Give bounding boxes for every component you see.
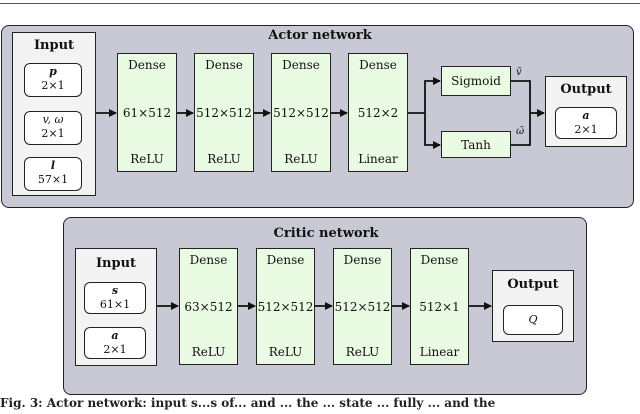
actor-input-v-omega: v, ω 2×1 (24, 111, 82, 145)
critic-layer-2-type: Dense (266, 253, 305, 267)
actor-input-p-dim: 2×1 (41, 79, 65, 92)
critic-input-s-symbol: s (111, 284, 119, 297)
actor-layer-1-activation: ReLU (130, 152, 164, 166)
critic-layer-4-type: Dense (420, 253, 459, 267)
critic-layer-2-activation: ReLU (268, 345, 303, 359)
critic-layer-4-activation: Linear (419, 345, 460, 359)
critic-input-a-symbol: a (111, 329, 119, 342)
critic-layer-1-shape: 63×512 (184, 299, 233, 314)
critic-layer-3-type: Dense (343, 253, 382, 267)
actor-dense-layer-2: Dense 512×512 ReLU (194, 53, 254, 172)
actor-layer-3-shape: 512×512 (273, 105, 329, 120)
actor-dense-layer-4: Dense 512×2 Linear (348, 53, 408, 172)
critic-input-title: Input (95, 256, 137, 271)
actor-input-v-omega-symbol: v, ω (42, 113, 64, 126)
arrow-fork-to-tanh (424, 113, 441, 149)
critic-dense-layer-1: Dense 63×512 ReLU (179, 248, 238, 365)
critic-layer-1-activation: ReLU (191, 345, 226, 359)
critic-input-a: a 2×1 (84, 327, 146, 359)
critic-input-s: s 61×1 (84, 282, 146, 314)
critic-input-a-dim: 2×1 (103, 343, 127, 356)
actor-dense-layer-1: Dense 61×512 ReLU (117, 53, 177, 172)
actor-input-l-symbol: l (50, 159, 56, 172)
actor-layer-4-shape: 512×2 (357, 105, 399, 120)
critic-dense-layer-2: Dense 512×512 ReLU (256, 248, 315, 365)
critic-dense-layer-3: Dense 512×512 ReLU (333, 248, 392, 365)
actor-output-a: a 2×1 (555, 107, 617, 139)
actor-input-title: Input (33, 38, 75, 53)
arrow-fork-to-sigmoid (424, 77, 441, 113)
actor-layer-2-activation: ReLU (207, 152, 241, 166)
actor-layer-4-activation: Linear (358, 152, 398, 166)
tanh-head: Tanh (441, 131, 511, 158)
actor-layer-3-activation: ReLU (284, 152, 318, 166)
actor-input-v-omega-dim: 2×1 (41, 127, 65, 140)
actor-input-l-dim: 57×1 (37, 173, 69, 186)
actor-output-symbol: a (582, 109, 590, 122)
omega-bar-label: ω̄ (516, 126, 525, 137)
v-bar-label: v̄ (516, 67, 522, 78)
critic-layer-2-shape: 512×512 (257, 299, 314, 314)
arrow-sigmoid-to-merge (511, 80, 531, 113)
arrow-tanh-to-merge (511, 113, 531, 146)
actor-layer-2-shape: 512×512 (196, 105, 252, 120)
actor-layer-1-type: Dense (128, 58, 166, 72)
sigmoid-head: Sigmoid (441, 66, 511, 96)
figure-caption: Fig. 3: Actor network: input s...s of...… (0, 396, 496, 410)
actor-dense-layer-3: Dense 512×512 ReLU (271, 53, 331, 172)
critic-output-q: Q (503, 305, 563, 335)
actor-input-p: p 2×1 (24, 63, 82, 97)
actor-input-p-symbol: p (49, 65, 57, 78)
actor-layer-4-type: Dense (359, 58, 397, 72)
actor-layer-1-shape: 61×512 (122, 105, 172, 120)
actor-output-title: Output (560, 82, 612, 97)
actor-output-dim: 2×1 (574, 123, 598, 136)
top-rule (0, 3, 640, 4)
critic-dense-layer-4: Dense 512×1 Linear (410, 248, 469, 365)
actor-input-l: l 57×1 (24, 157, 82, 191)
critic-input-s-dim: 61×1 (99, 298, 131, 311)
critic-layer-1-type: Dense (189, 253, 228, 267)
critic-layer-3-shape: 512×512 (334, 299, 391, 314)
critic-output-title: Output (507, 277, 559, 292)
critic-layer-3-activation: ReLU (345, 345, 380, 359)
critic-layer-4-shape: 512×1 (419, 299, 460, 314)
actor-network-title: Actor network (268, 28, 372, 43)
actor-layer-2-type: Dense (205, 58, 243, 72)
critic-network-title: Critic network (273, 226, 379, 241)
actor-layer-3-type: Dense (282, 58, 320, 72)
critic-output-symbol: Q (528, 313, 538, 326)
